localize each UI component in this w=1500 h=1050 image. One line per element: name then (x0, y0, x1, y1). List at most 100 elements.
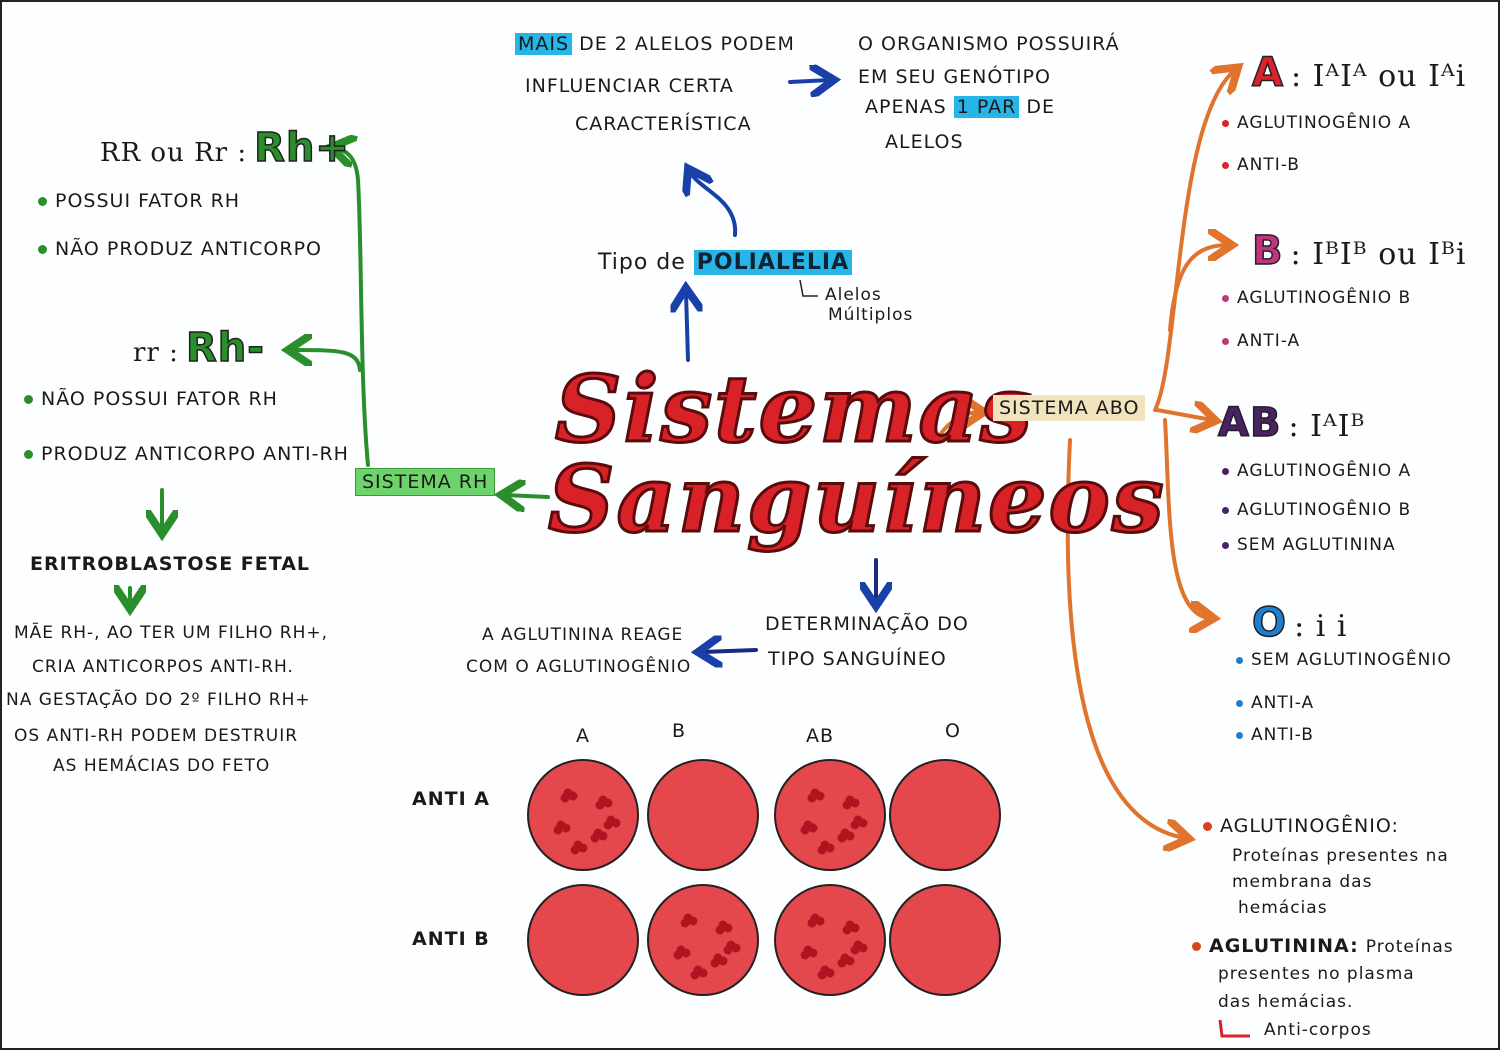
agglutinated-blood-sample (647, 884, 759, 996)
blood-type-letter: O (1251, 599, 1288, 647)
eritro-line-1: MÃE RH-, AO TER UM FILHO RH+, (14, 623, 329, 643)
agglutination-clump (561, 823, 571, 833)
main-title-line1: Sistemas (554, 354, 1034, 465)
aglutinina-reage-line1: A AGLUTININA REAGE (482, 625, 684, 645)
agglutinated-blood-sample (774, 884, 886, 996)
bullet-icon (38, 197, 47, 206)
agglutination-clump (817, 845, 827, 855)
bullet-text: ANTI-B (1237, 155, 1300, 175)
def-title-text: AGLUTININA: (1209, 935, 1359, 957)
def-aglutinogenio-line1: Proteínas presentes na (1232, 846, 1449, 866)
bullet-text: AGLUTINOGÊNIO B (1237, 500, 1412, 520)
top-left-line2: INFLUENCIAR CERTA (525, 75, 734, 97)
eritro-line-3: NA GESTAÇÃO DO 2º FILHO RH+ (6, 690, 311, 710)
rh-negative-symbol: Rh- (185, 324, 265, 372)
agglutination-clump (723, 945, 733, 955)
agglutination-clump (807, 918, 817, 928)
def-aglutinogenio-line2: membrana das (1232, 872, 1373, 892)
genotype: : IᴬIᴬ ou Iᴬi (1291, 59, 1467, 94)
def-aglutinogenio-title: AGLUTINOGÊNIO: (1203, 815, 1399, 837)
agglutination-clump (850, 798, 860, 808)
agglutination-clump (603, 798, 613, 808)
abo-bullet: ANTI-A (1236, 693, 1314, 713)
bullet-icon (1222, 294, 1229, 302)
bullet-text: AGLUTINOGÊNIO A (1237, 113, 1412, 133)
agglutination-clump (560, 793, 570, 803)
agglutination-clump (698, 968, 708, 978)
agglutination-clump (611, 818, 621, 828)
agglutination-clump (850, 923, 860, 933)
grid-col-A: A (576, 725, 590, 747)
abo-bullet: AGLUTINOGÊNIO B (1222, 500, 1411, 520)
agglutination-clump (715, 925, 725, 935)
agglutination-clump (568, 791, 578, 801)
grid-col-B: B (672, 720, 687, 742)
bullet-icon (1222, 506, 1229, 514)
top-left-line3: CARACTERÍSTICA (575, 113, 752, 135)
agglutination-clump (688, 916, 698, 926)
abo-bullet: AGLUTINOGÊNIO A (1222, 113, 1411, 133)
top-right-line4: ALELOS (885, 131, 964, 153)
bullet-text: NÃO POSSUI FATOR RH (41, 388, 278, 410)
agglutination-clump (603, 820, 613, 830)
bullet-icon (24, 395, 33, 404)
agglutination-clump (850, 945, 860, 955)
rh-positive-genotype: RR ou Rr : (100, 138, 248, 168)
blood-sample (527, 884, 639, 996)
agglutination-clump (817, 970, 827, 980)
bullet-text: ANTI-A (1237, 331, 1301, 351)
eritro-line-2: CRIA ANTICORPOS ANTI-RH. (32, 657, 294, 677)
blood-sample (889, 884, 1001, 996)
eritroblastose-heading: ERITROBLASTOSE FETAL (30, 553, 311, 575)
determinacao-line2: TIPO SANGUÍNEO (768, 648, 947, 670)
def-aglutinina-line2: presentes no plasma (1218, 964, 1415, 984)
bullet-icon (1222, 541, 1229, 549)
main-title-line2: Sanguíneos (547, 444, 1166, 555)
polialelia-prefix: Tipo de (598, 250, 686, 275)
abo-type-ab: AB : IᴬIᴮ (1217, 399, 1366, 447)
rh-pos-bullet-1: POSSUI FATOR RH (38, 190, 240, 212)
rh-neg-bullet-2: PRODUZ ANTICORPO ANTI-RH (24, 443, 349, 465)
agglutination-clump (681, 948, 691, 958)
rh-neg-bullet-1: NÃO POSSUI FATOR RH (24, 388, 278, 410)
anticorpos-note: Anti-corpos (1264, 1020, 1372, 1040)
def-title-text: AGLUTINOGÊNIO: (1220, 815, 1399, 837)
def-aglutinina-title: AGLUTININA: Proteínas (1192, 935, 1454, 957)
bullet-text: PRODUZ ANTICORPO ANTI-RH (41, 443, 349, 465)
bullet-text: POSSUI FATOR RH (55, 190, 241, 212)
agglutination-clump (578, 843, 588, 853)
agglutination-clump (718, 956, 728, 966)
abo-bullet: AGLUTINOGÊNIO B (1222, 288, 1411, 308)
bullet-text: ANTI-A (1251, 693, 1315, 713)
top-left-line1: MAIS DE 2 ALELOS PODEM (515, 33, 795, 55)
agglutination-clump (807, 793, 817, 803)
apenas-text: APENAS (865, 96, 947, 118)
bullet-text: AGLUTINOGÊNIO B (1237, 288, 1412, 308)
grid-row-anti-b: ANTI B (412, 928, 490, 950)
bullet-icon (1236, 656, 1243, 664)
agglutination-clump (845, 831, 855, 841)
um-par-highlight: 1 PAR (953, 96, 1020, 118)
top-right-line3: APENAS 1 PAR DE (865, 96, 1055, 118)
agglutination-clump (837, 958, 847, 968)
blood-sample (647, 759, 759, 871)
agglutination-clump (815, 916, 825, 926)
agglutination-clump (673, 950, 683, 960)
genotype: : IᴬIᴮ (1288, 409, 1366, 444)
agglutination-clump (808, 823, 818, 833)
agglutination-clump (842, 925, 852, 935)
agglutination-clump (731, 943, 741, 953)
rh-negative-genotype: rr : (133, 338, 179, 368)
sistema-abo-label: SISTEMA ABO (993, 395, 1146, 421)
rh-negative: rr : Rh- (133, 324, 265, 372)
grid-col-O: O (945, 720, 961, 742)
agglutination-clump (850, 820, 860, 830)
bullet-icon (1192, 942, 1201, 951)
agglutination-clump (553, 825, 563, 835)
rh-pos-bullet-2: NÃO PRODUZ ANTICORPO (38, 238, 322, 260)
agglutination-clump (858, 943, 868, 953)
agglutinated-blood-sample (774, 759, 886, 871)
agglutination-clump (842, 800, 852, 810)
determinacao-line1: DETERMINAÇÃO DO (765, 613, 969, 635)
